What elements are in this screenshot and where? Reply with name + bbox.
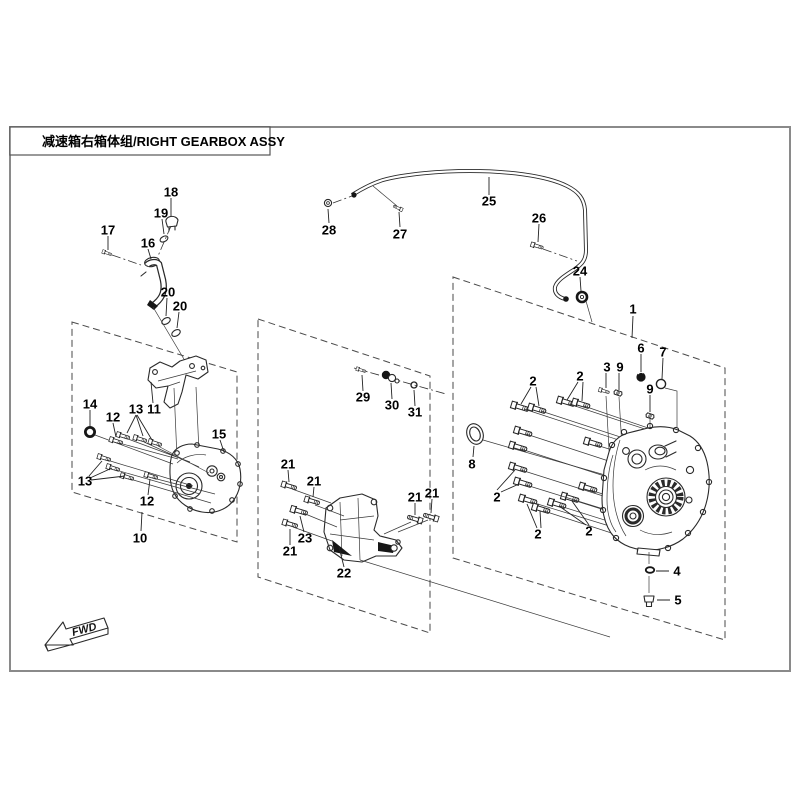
part-callout-25: 25	[482, 194, 496, 209]
drain-plug-5	[643, 595, 655, 608]
o-ring-7	[655, 378, 667, 390]
part-callout-21: 21	[281, 457, 295, 472]
input-shaft-tube	[648, 440, 677, 460]
seal-ring-20a	[161, 317, 171, 325]
small-fasteners	[597, 372, 678, 468]
seal-ring-8	[466, 423, 484, 445]
group-box-gearbox	[452, 276, 726, 641]
part-callout-21: 21	[283, 544, 297, 559]
part-callout-7: 7	[659, 345, 666, 360]
plug-6	[636, 372, 646, 382]
part-callout-22: 22	[337, 566, 351, 581]
grommet-24	[575, 290, 589, 304]
part-callout-1: 1	[629, 302, 636, 317]
breather-pipe-assembly	[101, 215, 192, 372]
part-callout-21: 21	[425, 486, 439, 501]
part-callout-13: 13	[129, 402, 143, 417]
part-callout-9: 9	[616, 360, 623, 375]
part-callout-18: 18	[164, 185, 178, 200]
part-callout-21: 21	[408, 490, 422, 505]
main-bearing-bore	[646, 477, 686, 517]
group-box-bracket	[257, 318, 431, 634]
fitting-30	[381, 370, 400, 384]
part-callout-16: 16	[141, 236, 155, 251]
part-callout-27: 27	[393, 227, 407, 242]
drawing-border	[9, 126, 791, 672]
part-callout-3: 3	[603, 360, 610, 375]
bracket-11	[147, 355, 209, 409]
part-callout-30: 30	[385, 398, 399, 413]
part-callout-8: 8	[468, 457, 475, 472]
washer-4	[644, 566, 656, 574]
part-callout-29: 29	[356, 390, 370, 405]
part-callout-12: 12	[140, 494, 154, 509]
part-callout-13: 13	[78, 474, 92, 489]
part-callout-11: 11	[147, 402, 161, 417]
bolt-28	[323, 198, 333, 208]
part-callout-17: 17	[101, 223, 115, 238]
seal-14	[84, 425, 97, 438]
drain-parts	[643, 552, 656, 608]
part-callout-2: 2	[529, 374, 536, 389]
part-callout-20: 20	[161, 285, 175, 300]
part-callout-24: 24	[573, 264, 588, 279]
part-callout-15: 15	[212, 427, 226, 442]
gearbox-housing	[599, 422, 713, 557]
part-callout-12: 12	[106, 410, 120, 425]
seal-ring-20b	[171, 329, 181, 337]
part-callout-10: 10	[133, 531, 147, 546]
part-callout-20: 20	[173, 299, 187, 314]
left-cover-group	[84, 355, 243, 514]
part-callout-4: 4	[673, 564, 681, 579]
part-callout-23: 23	[298, 531, 312, 546]
part-callout-6: 6	[637, 341, 644, 356]
leader-lines	[88, 177, 670, 601]
part-callout-14: 14	[83, 397, 98, 412]
mount-bracket-22	[323, 493, 403, 563]
part-callout-31: 31	[408, 405, 422, 420]
cap-18	[165, 215, 179, 232]
part-callout-21: 21	[307, 474, 321, 489]
housing-bolt-ears	[599, 422, 713, 555]
part-callout-5: 5	[674, 593, 681, 608]
page-title: 减速箱右箱体组/RIGHT GEARBOX ASSY	[42, 134, 285, 149]
part-callout-2: 2	[576, 369, 583, 384]
breather-pipe-16	[140, 256, 167, 310]
breather-tube	[350, 168, 589, 302]
tube-fasteners	[323, 185, 593, 323]
bracket-group	[280, 365, 611, 638]
part-callout-19: 19	[154, 206, 168, 221]
ring-31	[410, 381, 418, 389]
part-callout-2: 2	[534, 527, 541, 542]
bearing-boss-lower	[621, 504, 645, 528]
part-callout-2: 2	[493, 490, 500, 505]
part-callout-26: 26	[532, 211, 546, 226]
part-callout-9: 9	[646, 382, 653, 397]
bearing-boss-upper	[627, 449, 647, 469]
title-block: 减速箱右箱体组/RIGHT GEARBOX ASSY	[9, 126, 285, 156]
part-callout-28: 28	[322, 223, 336, 238]
part-callout-2: 2	[585, 524, 592, 539]
